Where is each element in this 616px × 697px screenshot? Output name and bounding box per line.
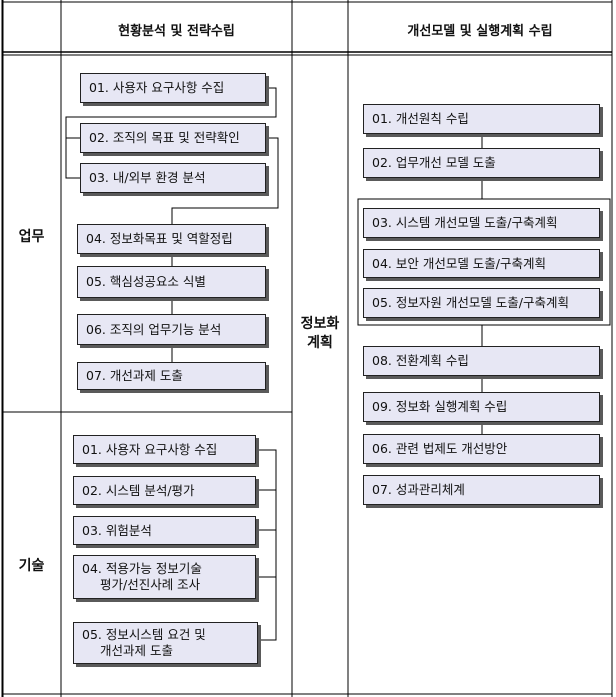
business-step-02: 02. 조직의 목표 및 전략확인 [80,123,266,153]
tech-step-02: 02. 시스템 분석/평가 [73,476,256,505]
business-step-01: 01. 사용자 요구사항 수집 [80,73,266,103]
center-label-it-planning: 정보화 계획 [292,315,348,353]
plan-step-01: 01. 개선원칙 수립 [363,104,600,134]
plan-step-07: 07. 성과관리체계 [363,475,600,505]
business-step-04: 04. 정보화목표 및 역할정립 [77,224,266,254]
plan-step-05: 05. 정보자원 개선모델 도출/구축계획 [363,288,600,318]
plan-step-03: 03. 시스템 개선모델 도출/구축계획 [363,208,600,238]
business-step-05: 05. 핵심성공요소 식별 [77,266,266,298]
tech-step-05: 05. 정보시스템 요건 및 개선과제 도출 [73,622,258,664]
business-step-07: 07. 개선과제 도출 [77,362,266,390]
plan-step-02: 02. 업무개선 모델 도출 [363,148,600,178]
business-step-06: 06. 조직의 업무기능 분석 [77,314,266,345]
center-label-line1: 정보화 [300,316,340,332]
row-label-business: 업무 [18,229,45,245]
tech-step-04: 04. 적용가능 정보기술 평가/선진사례 조사 [73,555,256,599]
tech-step-05-line2: 개선과제 도출 [100,643,173,658]
plan-step-09: 09. 정보화 실행계획 수립 [363,392,600,422]
header-analysis-strategy: 현황분석 및 전략수립 [118,24,235,39]
tech-step-04-line2: 평가/선진사례 조사 [100,577,201,592]
tech-step-03: 03. 위험분석 [73,516,256,545]
plan-step-04: 04. 보안 개선모델 도출/구축계획 [363,249,600,278]
tech-step-05-line1: 05. 정보시스템 요건 및 [82,627,206,642]
plan-step-06: 06. 관련 법제도 개선방안 [363,434,600,464]
business-step-03: 03. 내/외부 환경 분석 [80,163,266,193]
header-improvement-plan: 개선모델 및 실행계획 수립 [407,24,553,39]
row-label-technology: 기술 [18,558,45,574]
center-label-line2: 계획 [307,335,333,351]
plan-step-08: 08. 전환계획 수립 [363,346,600,376]
tech-step-04-line1: 04. 적용가능 정보기술 [82,561,202,576]
tech-step-01: 01. 사용자 요구사항 수집 [73,435,256,464]
